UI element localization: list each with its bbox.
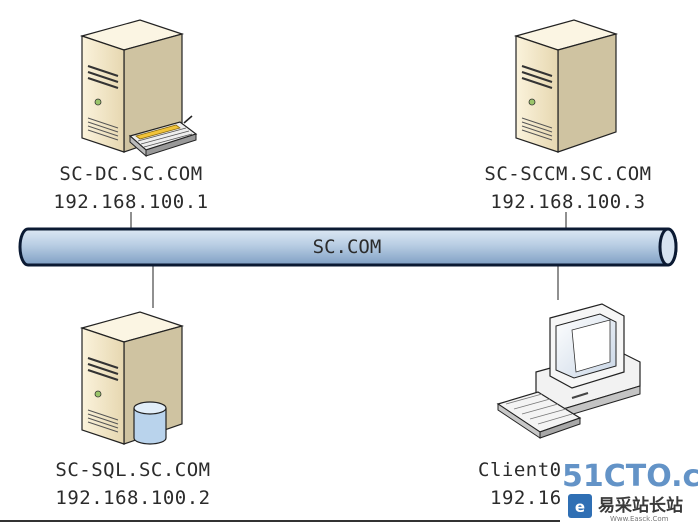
client-computer (496, 303, 641, 439)
node-ip-sccm: 192.168.100.3 (490, 191, 645, 213)
desktop-computer-icon (496, 303, 641, 439)
node-ip-client: 192.16 (490, 487, 562, 509)
node-ip-sql: 192.168.100.2 (55, 487, 210, 509)
server-sql (79, 311, 185, 445)
keyboard-icon (128, 115, 198, 158)
watermark-badge-icon: e (568, 494, 592, 518)
watermark: 51CTO.com e 易采站长站 Www.Easck.Com (562, 459, 698, 523)
node-name-sccm: SC-SCCM.SC.COM (484, 163, 651, 185)
bus-end-cap (658, 227, 678, 267)
watermark-site-cn: 易采站长站 (598, 495, 683, 516)
server-tower-icon (513, 19, 619, 153)
watermark-logo: 51CTO.com (562, 459, 698, 494)
svg-text:e: e (575, 498, 585, 516)
keyboard-icon (496, 391, 582, 439)
server-sccm (513, 19, 619, 153)
server-dc (79, 19, 198, 158)
node-name-dc: SC-DC.SC.COM (59, 163, 202, 185)
node-name-sql: SC-SQL.SC.COM (55, 459, 210, 481)
database-icon (133, 401, 167, 445)
bus-label: SC.COM (313, 236, 382, 258)
node-name-client: Client0 (478, 459, 562, 481)
network-bus: SC.COM (18, 227, 678, 267)
server-tower-icon (79, 19, 185, 153)
node-ip-dc: 192.168.100.1 (53, 191, 208, 213)
server-tower-icon (79, 311, 185, 445)
watermark-small: Www.Easck.Com (610, 515, 669, 523)
